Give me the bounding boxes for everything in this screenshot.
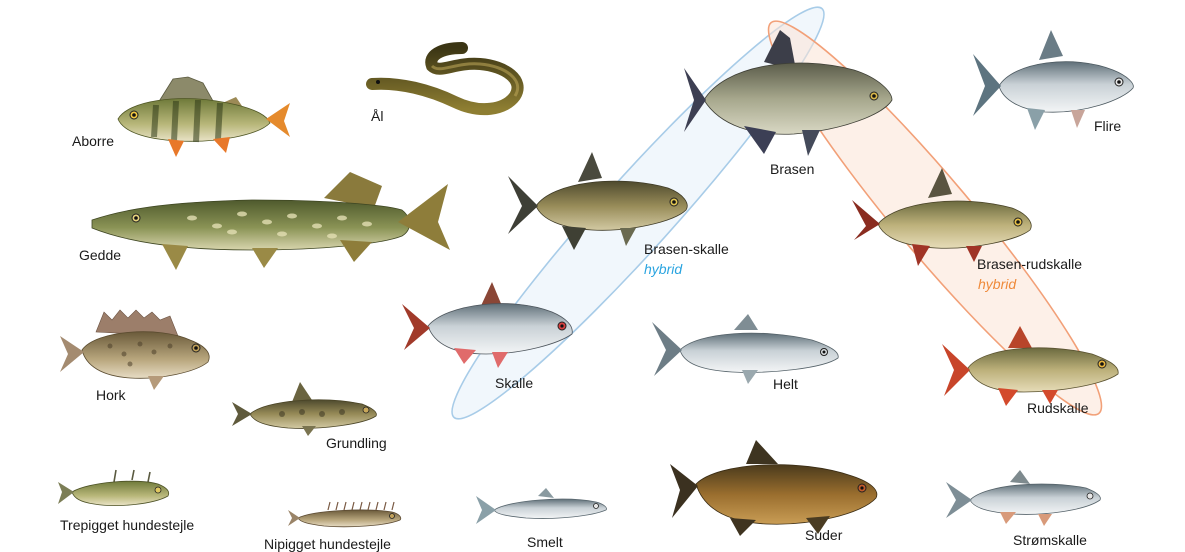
trepigget-hundestejle-label: Trepigget hundestejle: [60, 517, 194, 533]
grundling-fish: [232, 382, 376, 436]
brasen-skalle-label: Brasen-skalle: [644, 241, 729, 257]
hork-fish: [60, 310, 209, 390]
aal-fish: [372, 48, 518, 109]
suder-label: Suder: [805, 527, 842, 543]
brasen-label: Brasen: [770, 161, 814, 177]
brasen-rudskalle-label: Brasen-rudskalle: [977, 256, 1082, 272]
stromskalle-label: Strømskalle: [1013, 532, 1087, 548]
stromskalle-fish: [946, 470, 1100, 526]
rudskalle-label: Rudskalle: [1027, 400, 1088, 416]
nipigget-hundestejle-label: Nipigget hundestejle: [264, 536, 391, 552]
trepigget-hundestejle-fish: [58, 470, 169, 506]
grundling-label: Grundling: [326, 435, 387, 451]
smelt-label: Smelt: [527, 534, 563, 550]
hork-label: Hork: [96, 387, 126, 403]
skalle-label: Skalle: [495, 375, 533, 391]
gedde-fish: [92, 172, 450, 270]
aborre-fish: [118, 77, 290, 157]
hybrid-note-blue: hybrid: [644, 261, 682, 277]
gedde-label: Gedde: [79, 247, 121, 263]
helt-label: Helt: [773, 376, 798, 392]
helt-fish: [652, 314, 838, 384]
smelt-fish: [476, 488, 607, 524]
nipigget-hundestejle-fish: [288, 502, 401, 527]
suder-fish: [670, 440, 877, 536]
aal-label: Ål: [371, 108, 383, 124]
hybrid-note-orange: hybrid: [978, 276, 1016, 292]
flire-label: Flire: [1094, 118, 1121, 134]
flire-fish: [973, 30, 1133, 130]
aborre-label: Aborre: [72, 133, 114, 149]
